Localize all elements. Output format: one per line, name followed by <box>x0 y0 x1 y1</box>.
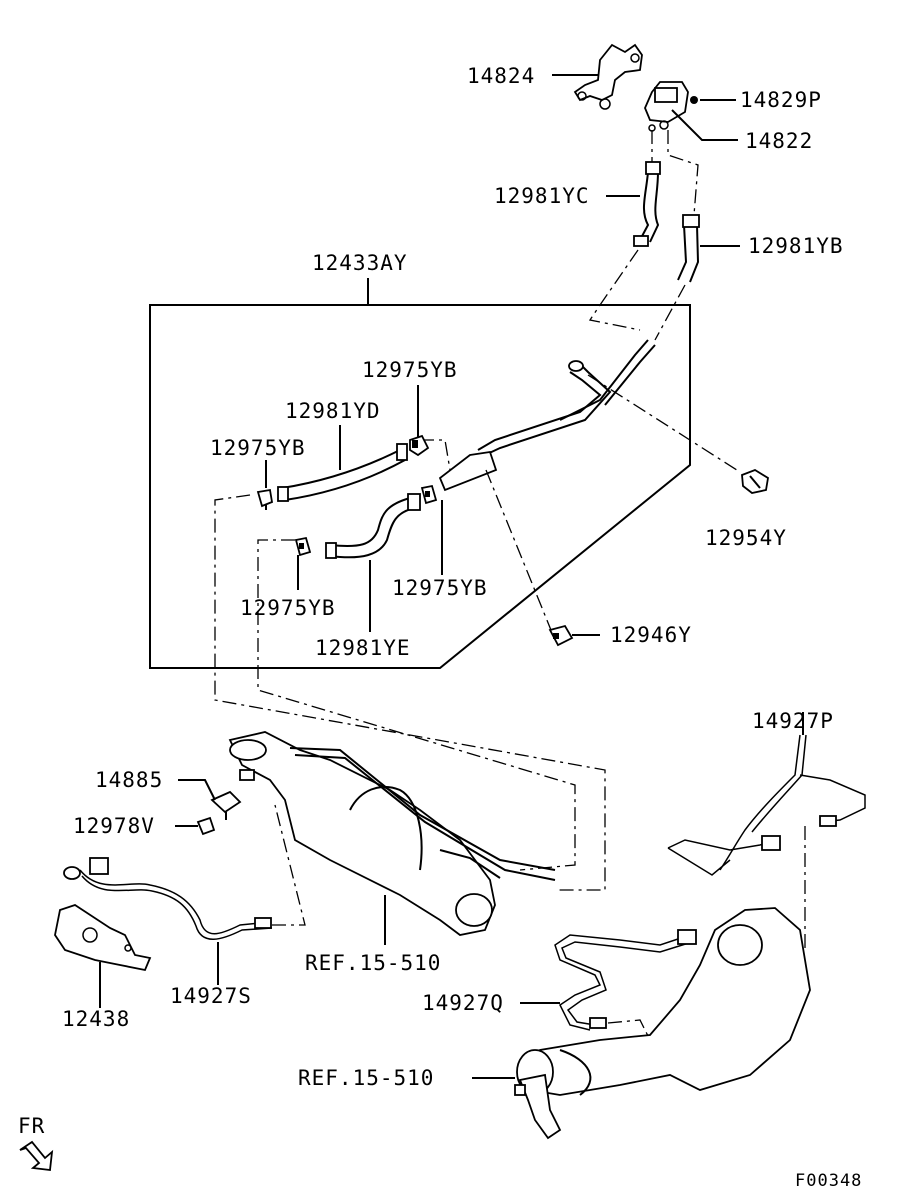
bolt-12978V <box>196 816 216 836</box>
label-12438: 12438 <box>62 1007 130 1031</box>
clamp-12975YB-low <box>294 536 312 557</box>
label-14824: 14824 <box>467 64 535 88</box>
label-12975YB-low: 12975YB <box>240 596 336 620</box>
clamp-12975YB-left <box>256 488 274 510</box>
label-12975YB-top: 12975YB <box>362 358 458 382</box>
label-14822: 14822 <box>745 129 813 153</box>
label-ref-15-510-top: REF.15-510 <box>305 951 441 975</box>
hose-12981YC <box>633 161 661 247</box>
label-12981YC: 12981YC <box>494 184 590 208</box>
label-12946Y: 12946Y <box>610 623 692 647</box>
bracket-12438 <box>54 904 152 972</box>
label-12975YB-left: 12975YB <box>210 436 306 460</box>
dpf-assembly <box>228 731 556 936</box>
hose-12981YD <box>277 443 408 502</box>
sensor-14927P <box>667 734 866 876</box>
label-12981YE: 12981YE <box>315 636 411 660</box>
label-14829P: 14829P <box>740 88 822 112</box>
label-12954Y: 12954Y <box>705 526 787 550</box>
front-arrow-icon <box>19 1140 54 1171</box>
assembly-box-12433AY <box>149 304 691 669</box>
diagram-code: F00348 <box>795 1171 862 1187</box>
clip-12946Y <box>548 624 574 647</box>
label-14927Q: 14927Q <box>422 991 504 1015</box>
label-14885: 14885 <box>95 768 163 792</box>
bracket-14824 <box>573 43 643 110</box>
label-14927S: 14927S <box>170 984 252 1008</box>
label-12975YB-mid: 12975YB <box>392 576 488 600</box>
clamp-12975YB-top <box>409 434 430 457</box>
nut-14829P <box>690 96 698 104</box>
hose-12981YB <box>677 214 700 283</box>
label-12433AY: 12433AY <box>312 251 408 275</box>
label-14927P: 14927P <box>752 709 834 733</box>
sensor-14927S <box>63 857 273 940</box>
clamp-12975YB-mid <box>420 484 438 505</box>
label-12981YD: 12981YD <box>285 399 381 423</box>
sensor-14927Q <box>554 929 697 1031</box>
valve-14822 <box>644 81 689 132</box>
bolt-12954Y <box>741 469 769 494</box>
label-12981YB: 12981YB <box>748 234 844 258</box>
label-fr: FR <box>18 1114 45 1138</box>
label-12978V: 12978V <box>73 814 155 838</box>
label-ref-15-510-bottom: REF.15-510 <box>298 1066 434 1090</box>
clip-14885 <box>210 790 242 820</box>
hose-12981YE <box>325 493 421 559</box>
catalytic-converter <box>514 907 811 1140</box>
pipe-assembly <box>438 339 656 492</box>
